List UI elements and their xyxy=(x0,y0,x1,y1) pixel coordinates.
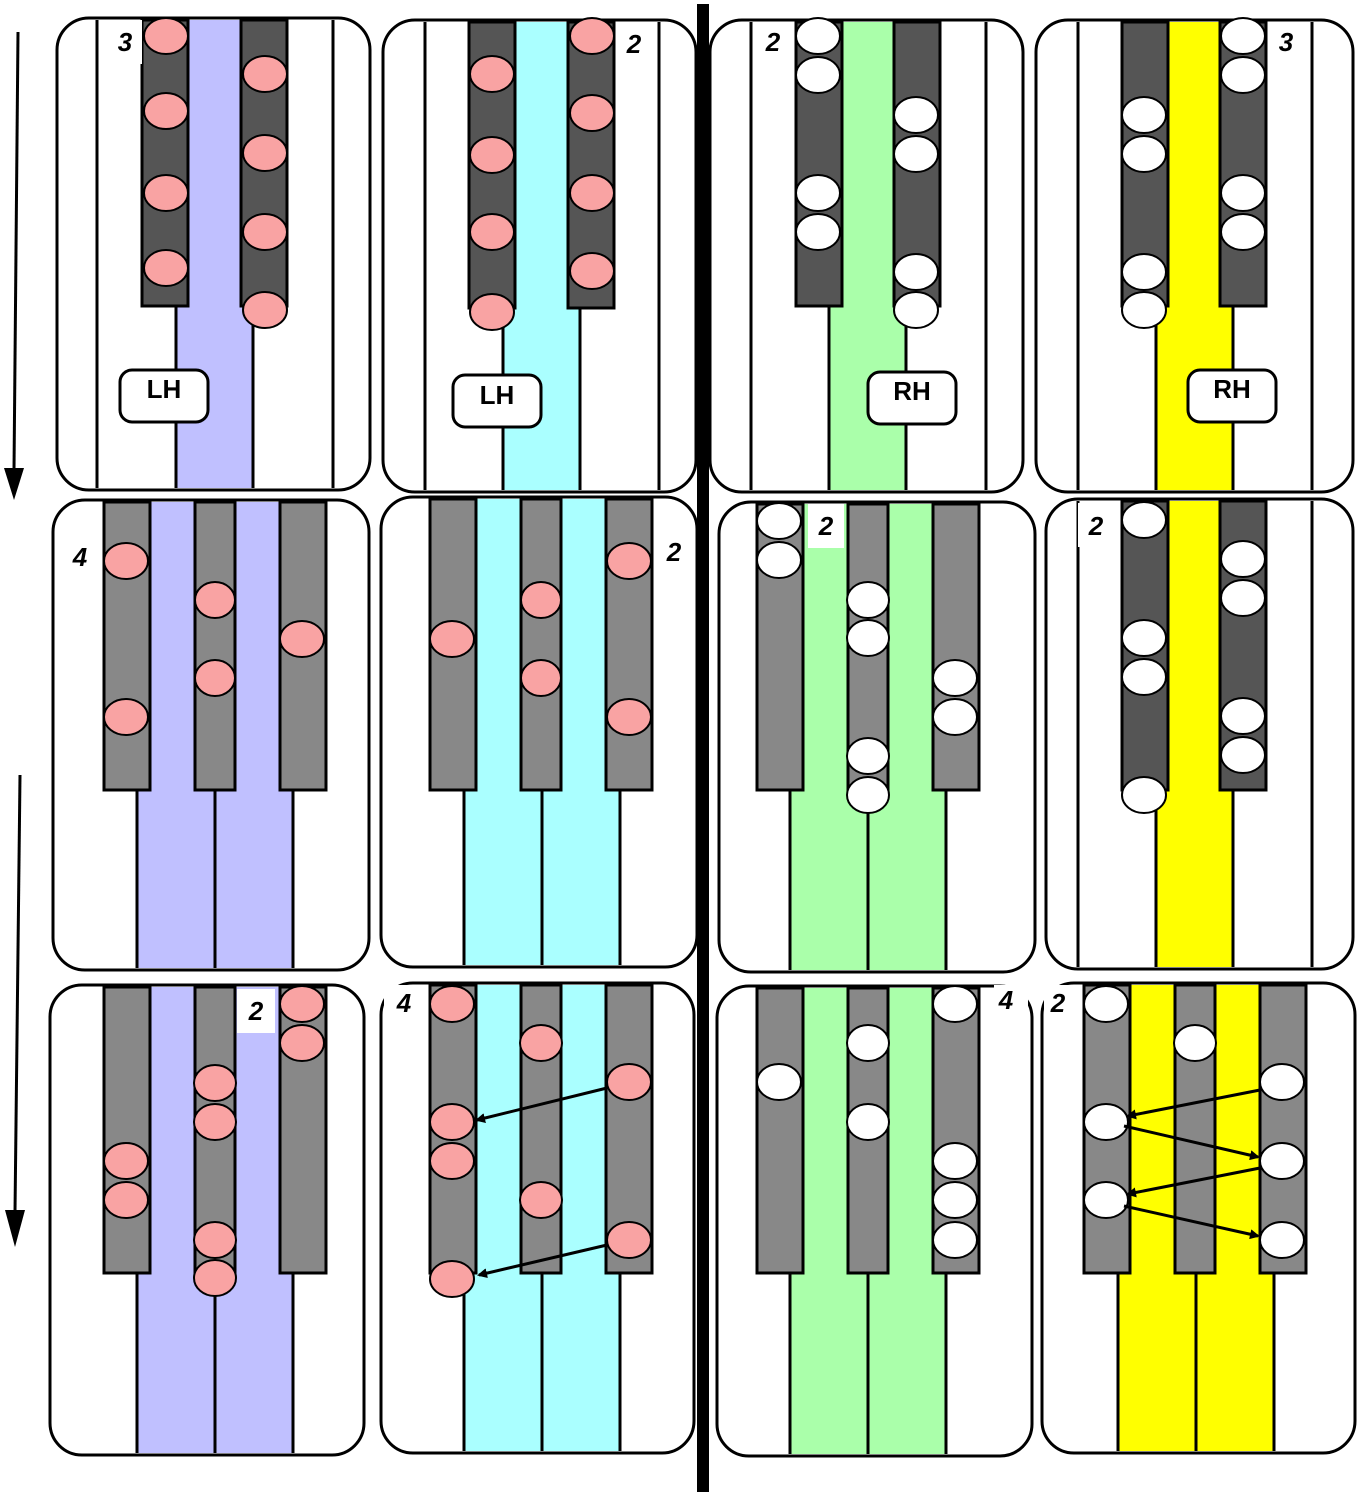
panel-rh-pattern-2-zoom: 3 RH xyxy=(1036,18,1353,492)
black-key xyxy=(195,502,235,790)
panel-lh-pattern-2-crossing: 4 xyxy=(381,983,694,1453)
down-arrow xyxy=(4,32,24,500)
black-key xyxy=(104,987,150,1273)
finger-label: 2 xyxy=(1088,511,1104,541)
hand-label: RH xyxy=(1213,374,1251,404)
panel-lh-pattern-2-zoom: 2 LH xyxy=(383,18,696,492)
finger-label: 2 xyxy=(248,996,264,1026)
finger-label: 3 xyxy=(1279,27,1294,57)
finger-label: 2 xyxy=(626,29,642,59)
finger-label: 4 xyxy=(998,985,1014,1015)
hand-divider xyxy=(697,4,709,1492)
panel-rh-pattern-1-zoom: 2 RH xyxy=(710,18,1023,492)
black-key xyxy=(757,988,803,1273)
black-key xyxy=(933,504,979,790)
panel-lh-pattern-1-crossing: 2 xyxy=(50,985,364,1455)
finger-label: 3 xyxy=(118,27,133,57)
finger-label: 2 xyxy=(1050,988,1066,1018)
panel-rh-pattern-2-alt: 2 xyxy=(1046,499,1353,969)
panel-lh-pattern-2-full: 2 xyxy=(381,497,697,967)
finger-label: 4 xyxy=(396,988,412,1018)
panel-lh-pattern-1-full: 4 xyxy=(53,500,369,970)
down-arrow xyxy=(5,775,25,1247)
panel-rh-pattern-2-crossing: 2 xyxy=(1042,983,1355,1453)
finger-label: 2 xyxy=(666,537,682,567)
panel-lh-pattern-1-zoom: 3 LH xyxy=(57,18,370,490)
finger-label: 4 xyxy=(72,542,88,572)
panel-rh-pattern-1-full: 2 xyxy=(719,502,1035,972)
hand-label: LH xyxy=(480,380,515,410)
hand-label: RH xyxy=(893,376,931,406)
panel-rh-pattern-1-crossing: 4 xyxy=(717,985,1032,1456)
hand-label: LH xyxy=(147,374,182,404)
finger-label: 2 xyxy=(765,27,781,57)
finger-label: 2 xyxy=(818,511,834,541)
black-key xyxy=(521,499,561,790)
